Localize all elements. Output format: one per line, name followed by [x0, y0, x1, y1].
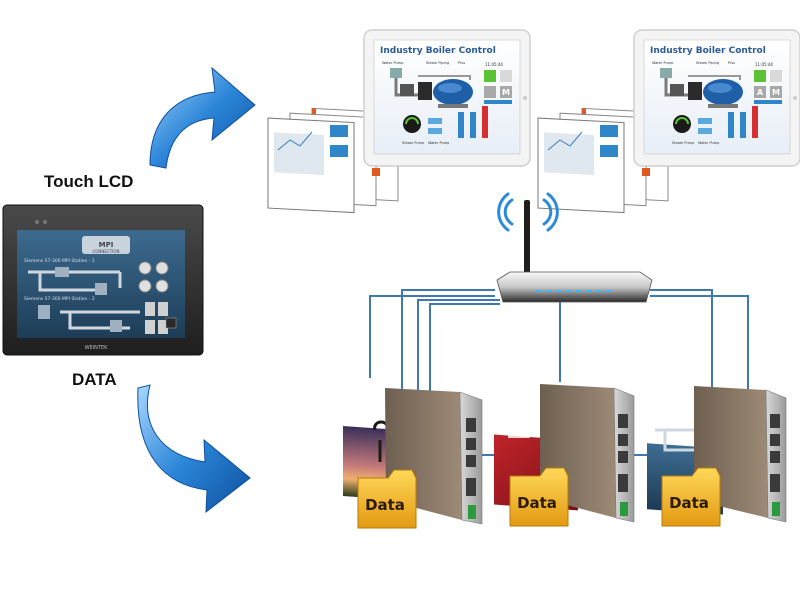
- folder-label: Data: [517, 494, 557, 512]
- wifi-signal-icon: [497, 192, 559, 232]
- hmi-banner-sub: CONNECTION: [92, 249, 119, 254]
- steam-pump-label: Steam Pump: [672, 141, 695, 145]
- tablet-tag-water: Water Pump: [382, 61, 404, 65]
- steam-pump-label: Steam Pump: [402, 141, 425, 145]
- screen-thumbnail-stack-2: [537, 107, 669, 214]
- tablet-tag-steam: Steam Piping: [696, 61, 719, 65]
- hmi-gauge-icon: [138, 261, 152, 275]
- touch-lcd-label: Touch LCD: [44, 172, 134, 191]
- router-led-row: [536, 290, 612, 292]
- hmi-brand-logo: WEINTEK: [85, 345, 109, 351]
- tablet-screen-title: Industry Boiler Control: [650, 46, 766, 56]
- tablet-tag-plus: Plus: [458, 61, 465, 65]
- server-device-3: Data: [647, 386, 787, 527]
- hmi-banner-plate: [82, 236, 130, 254]
- folder-label: Data: [365, 496, 405, 514]
- hmi-touch-panel: MPI CONNECTION Siemens S7-300 MPI Statio…: [2, 204, 204, 356]
- hmi-station-2-label: Siemens S7-300 MPI Station - 2: [24, 296, 95, 302]
- water-pump-label: Water Pump: [428, 141, 450, 145]
- tablet-group-1: Industry Boiler Control 11:05:44 Water P…: [267, 29, 531, 214]
- data-label: DATA: [72, 370, 117, 389]
- data-folder-icon: [357, 469, 417, 529]
- tablet-group-2: Industry Boiler Control 11:05:44 Water P…: [537, 29, 800, 214]
- upper-curved-arrow: [149, 66, 256, 169]
- tablet-time: 11:05:44: [755, 62, 773, 67]
- screen-thumbnail-stack-1: [267, 107, 399, 214]
- hmi-banner: MPI: [99, 241, 114, 249]
- data-folder-icon: [509, 467, 569, 527]
- hmi-gauge-icon: [155, 261, 169, 275]
- mode-manual-button: M: [772, 88, 780, 97]
- folder-label: Data: [669, 494, 709, 512]
- tablet-tag-plus: Plus: [728, 61, 735, 65]
- hmi-station-1-label: Siemens S7-300 MPI Station - 1: [24, 258, 95, 264]
- tablet-tag-steam: Steam Piping: [426, 61, 449, 65]
- tablet-screen-title: Industry Boiler Control: [380, 46, 496, 56]
- water-pump-label: Water Pump: [698, 141, 720, 145]
- mode-auto-button: A: [757, 88, 764, 97]
- server-device-2: Data: [494, 384, 635, 527]
- mode-manual-button: M: [502, 88, 510, 97]
- data-folder-icon: [661, 467, 721, 527]
- hmi-gauge-icon: [138, 279, 152, 293]
- network-cables: [369, 289, 749, 456]
- tablet-tag-water: Water Pump: [652, 61, 674, 65]
- wifi-router: [496, 192, 653, 303]
- server-device-1: Data: [343, 388, 483, 529]
- lower-curved-arrow: [137, 384, 251, 514]
- hmi-gauge-icon: [155, 279, 169, 293]
- tablet-time: 11:05:44: [485, 62, 503, 67]
